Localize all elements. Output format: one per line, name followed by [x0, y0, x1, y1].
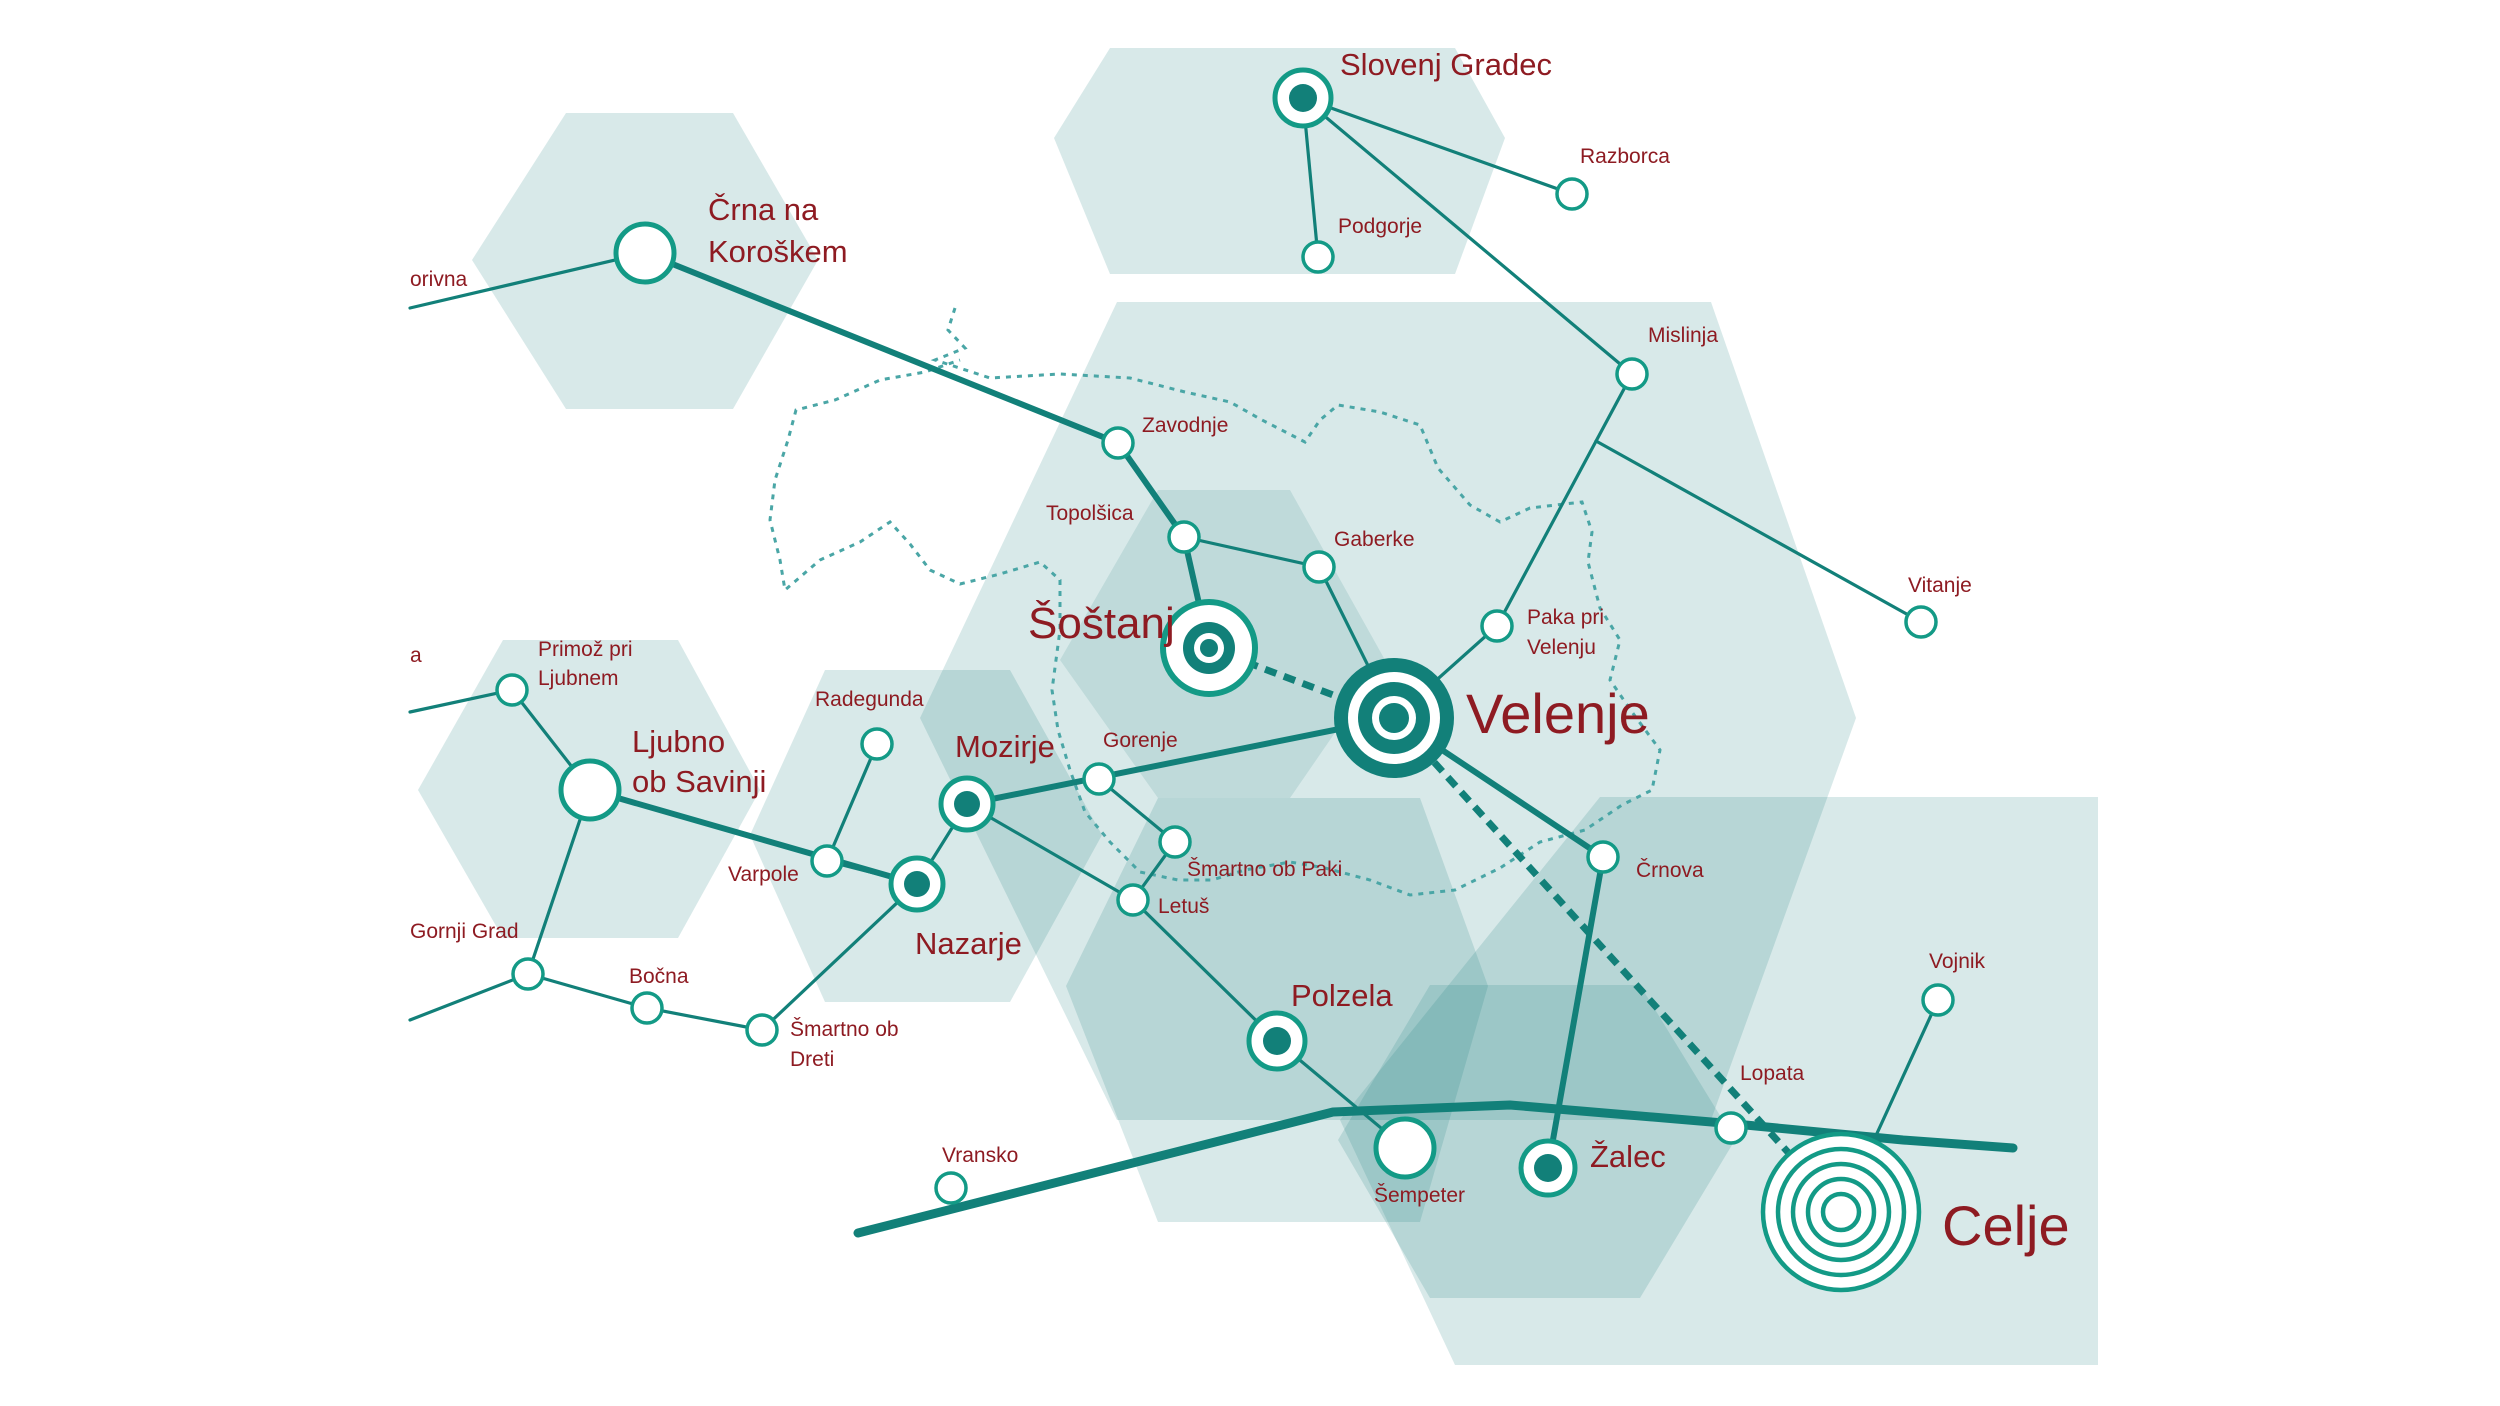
label-nazarje: Nazarje: [915, 926, 1022, 961]
label-zavodnje: Zavodnje: [1142, 414, 1228, 437]
label-gaberke: Gaberke: [1334, 528, 1415, 551]
line-dreti-nazarje: [760, 882, 919, 1032]
label-primoz-line2: Ljubnem: [538, 667, 619, 690]
line-gornji-west: [408, 972, 530, 1022]
label-slovenj-gradec: Slovenj Gradec: [1340, 47, 1552, 82]
hex-polzela: [1066, 798, 1488, 1222]
stop-zalec[interactable]: [1518, 1138, 1578, 1198]
stop-sostanj[interactable]: [1160, 599, 1258, 697]
label-celje: Celje: [1942, 1194, 2070, 1257]
line-savinja-main: [853, 1100, 2018, 1238]
line-mozirje-velenje: [964, 715, 1397, 807]
place-labels: Slovenj Gradec Razborca Podgorje Črna na…: [410, 47, 2070, 1257]
hex-slovenj-gradec: [1054, 48, 1505, 274]
stop-vitanje[interactable]: [1904, 605, 1938, 639]
label-smartno-dreti-line1: Šmartno ob: [790, 1018, 899, 1041]
stop-gorenje[interactable]: [1082, 762, 1116, 796]
line-sg-razborca: [1301, 96, 1574, 196]
label-mislinja: Mislinja: [1648, 324, 1718, 347]
stop-smartno-paki[interactable]: [1158, 825, 1192, 859]
stop-bocna[interactable]: [630, 991, 664, 1025]
stop-varpole[interactable]: [810, 844, 844, 878]
stop-nazarje[interactable]: [888, 855, 946, 913]
label-primoz-line1: Primož pri: [538, 638, 633, 661]
line-primoz-west: [408, 688, 514, 714]
label-polzela: Polzela: [1291, 978, 1393, 1013]
label-gorenje: Gorenje: [1103, 729, 1178, 752]
label-radegunda: Radegunda: [815, 688, 924, 711]
stop-radegunda[interactable]: [860, 727, 894, 761]
line-network: [408, 96, 2018, 1238]
stations: [495, 67, 1955, 1293]
stop-mislinja[interactable]: [1615, 357, 1649, 391]
stop-letus[interactable]: [1116, 883, 1150, 917]
label-topolsica: Topolšica: [1046, 502, 1134, 525]
line-vitanje: [1594, 439, 1923, 624]
stop-razborca[interactable]: [1555, 177, 1589, 211]
line-ljubno-gornji: [526, 788, 592, 976]
label-mozirje: Mozirje: [955, 729, 1055, 764]
label-partial-a: a: [410, 644, 422, 667]
line-crna-zavodnje: [642, 250, 1121, 446]
municipal-border: [768, 307, 1662, 897]
label-ljubno-line1: Ljubno: [632, 724, 725, 759]
line-topolsica-gaberke: [1182, 535, 1321, 569]
label-lopata: Lopata: [1740, 1062, 1805, 1085]
label-zalec: Žalec: [1590, 1139, 1666, 1174]
hex-mozirje: [750, 670, 1102, 1002]
stop-mozirje[interactable]: [938, 775, 996, 833]
label-varpole: Varpole: [728, 863, 799, 886]
label-razborca: Razborca: [1580, 145, 1670, 168]
stop-paka[interactable]: [1480, 609, 1514, 643]
line-ljubno-nazarje: [587, 787, 920, 887]
label-crna-line2: Koroškem: [708, 234, 848, 269]
stop-smartno-dreti[interactable]: [745, 1013, 779, 1047]
label-vojnik: Vojnik: [1929, 950, 1986, 973]
stop-slovenj-gradec[interactable]: [1272, 67, 1334, 129]
label-gornji-grad: Gornji Grad: [410, 920, 519, 943]
label-smartno-dreti-line2: Dreti: [790, 1048, 834, 1071]
stop-sempeter[interactable]: [1373, 1116, 1437, 1180]
stop-polzela[interactable]: [1246, 1010, 1308, 1072]
stop-primoz[interactable]: [495, 673, 529, 707]
stop-topolsica[interactable]: [1167, 520, 1201, 554]
stop-lopata[interactable]: [1714, 1111, 1748, 1145]
label-ljubno-line2: ob Savinji: [632, 764, 766, 799]
label-paka-line2: Velenju: [1527, 636, 1596, 659]
label-sempeter: Šempeter: [1374, 1184, 1465, 1207]
label-podgorje: Podgorje: [1338, 215, 1422, 238]
stop-crna[interactable]: [613, 221, 677, 285]
label-paka-line1: Paka pri: [1527, 606, 1604, 629]
line-mislinja-paka: [1495, 372, 1634, 628]
stop-velenje[interactable]: [1334, 658, 1454, 778]
line-crna-west: [408, 251, 647, 310]
stop-gaberke[interactable]: [1302, 550, 1336, 584]
label-smartno-paki: Šmartno ob Paki: [1187, 858, 1342, 881]
line-sg-mislinja: [1301, 96, 1634, 376]
label-crna-line1: Črna na: [708, 192, 819, 227]
stop-zavodnje[interactable]: [1101, 426, 1135, 460]
label-vransko: Vransko: [942, 1144, 1018, 1167]
stop-vransko[interactable]: [934, 1171, 968, 1205]
stop-crnova[interactable]: [1586, 840, 1620, 874]
stop-celje[interactable]: [1760, 1131, 1922, 1293]
label-prevalje-partial: orivna: [410, 268, 468, 291]
label-sostanj: Šoštanj: [1028, 598, 1175, 648]
label-letus: Letuš: [1158, 895, 1209, 918]
stop-gornji-grad[interactable]: [511, 957, 545, 991]
label-vitanje: Vitanje: [1908, 574, 1972, 597]
line-crnova-zalec: [1545, 854, 1606, 1171]
label-velenje: Velenje: [1466, 682, 1650, 745]
stop-podgorje[interactable]: [1301, 240, 1335, 274]
label-crnova: Črnova: [1636, 859, 1704, 882]
stop-ljubno[interactable]: [558, 758, 622, 822]
label-bocna: Bočna: [629, 965, 689, 988]
stop-vojnik[interactable]: [1921, 983, 1955, 1017]
